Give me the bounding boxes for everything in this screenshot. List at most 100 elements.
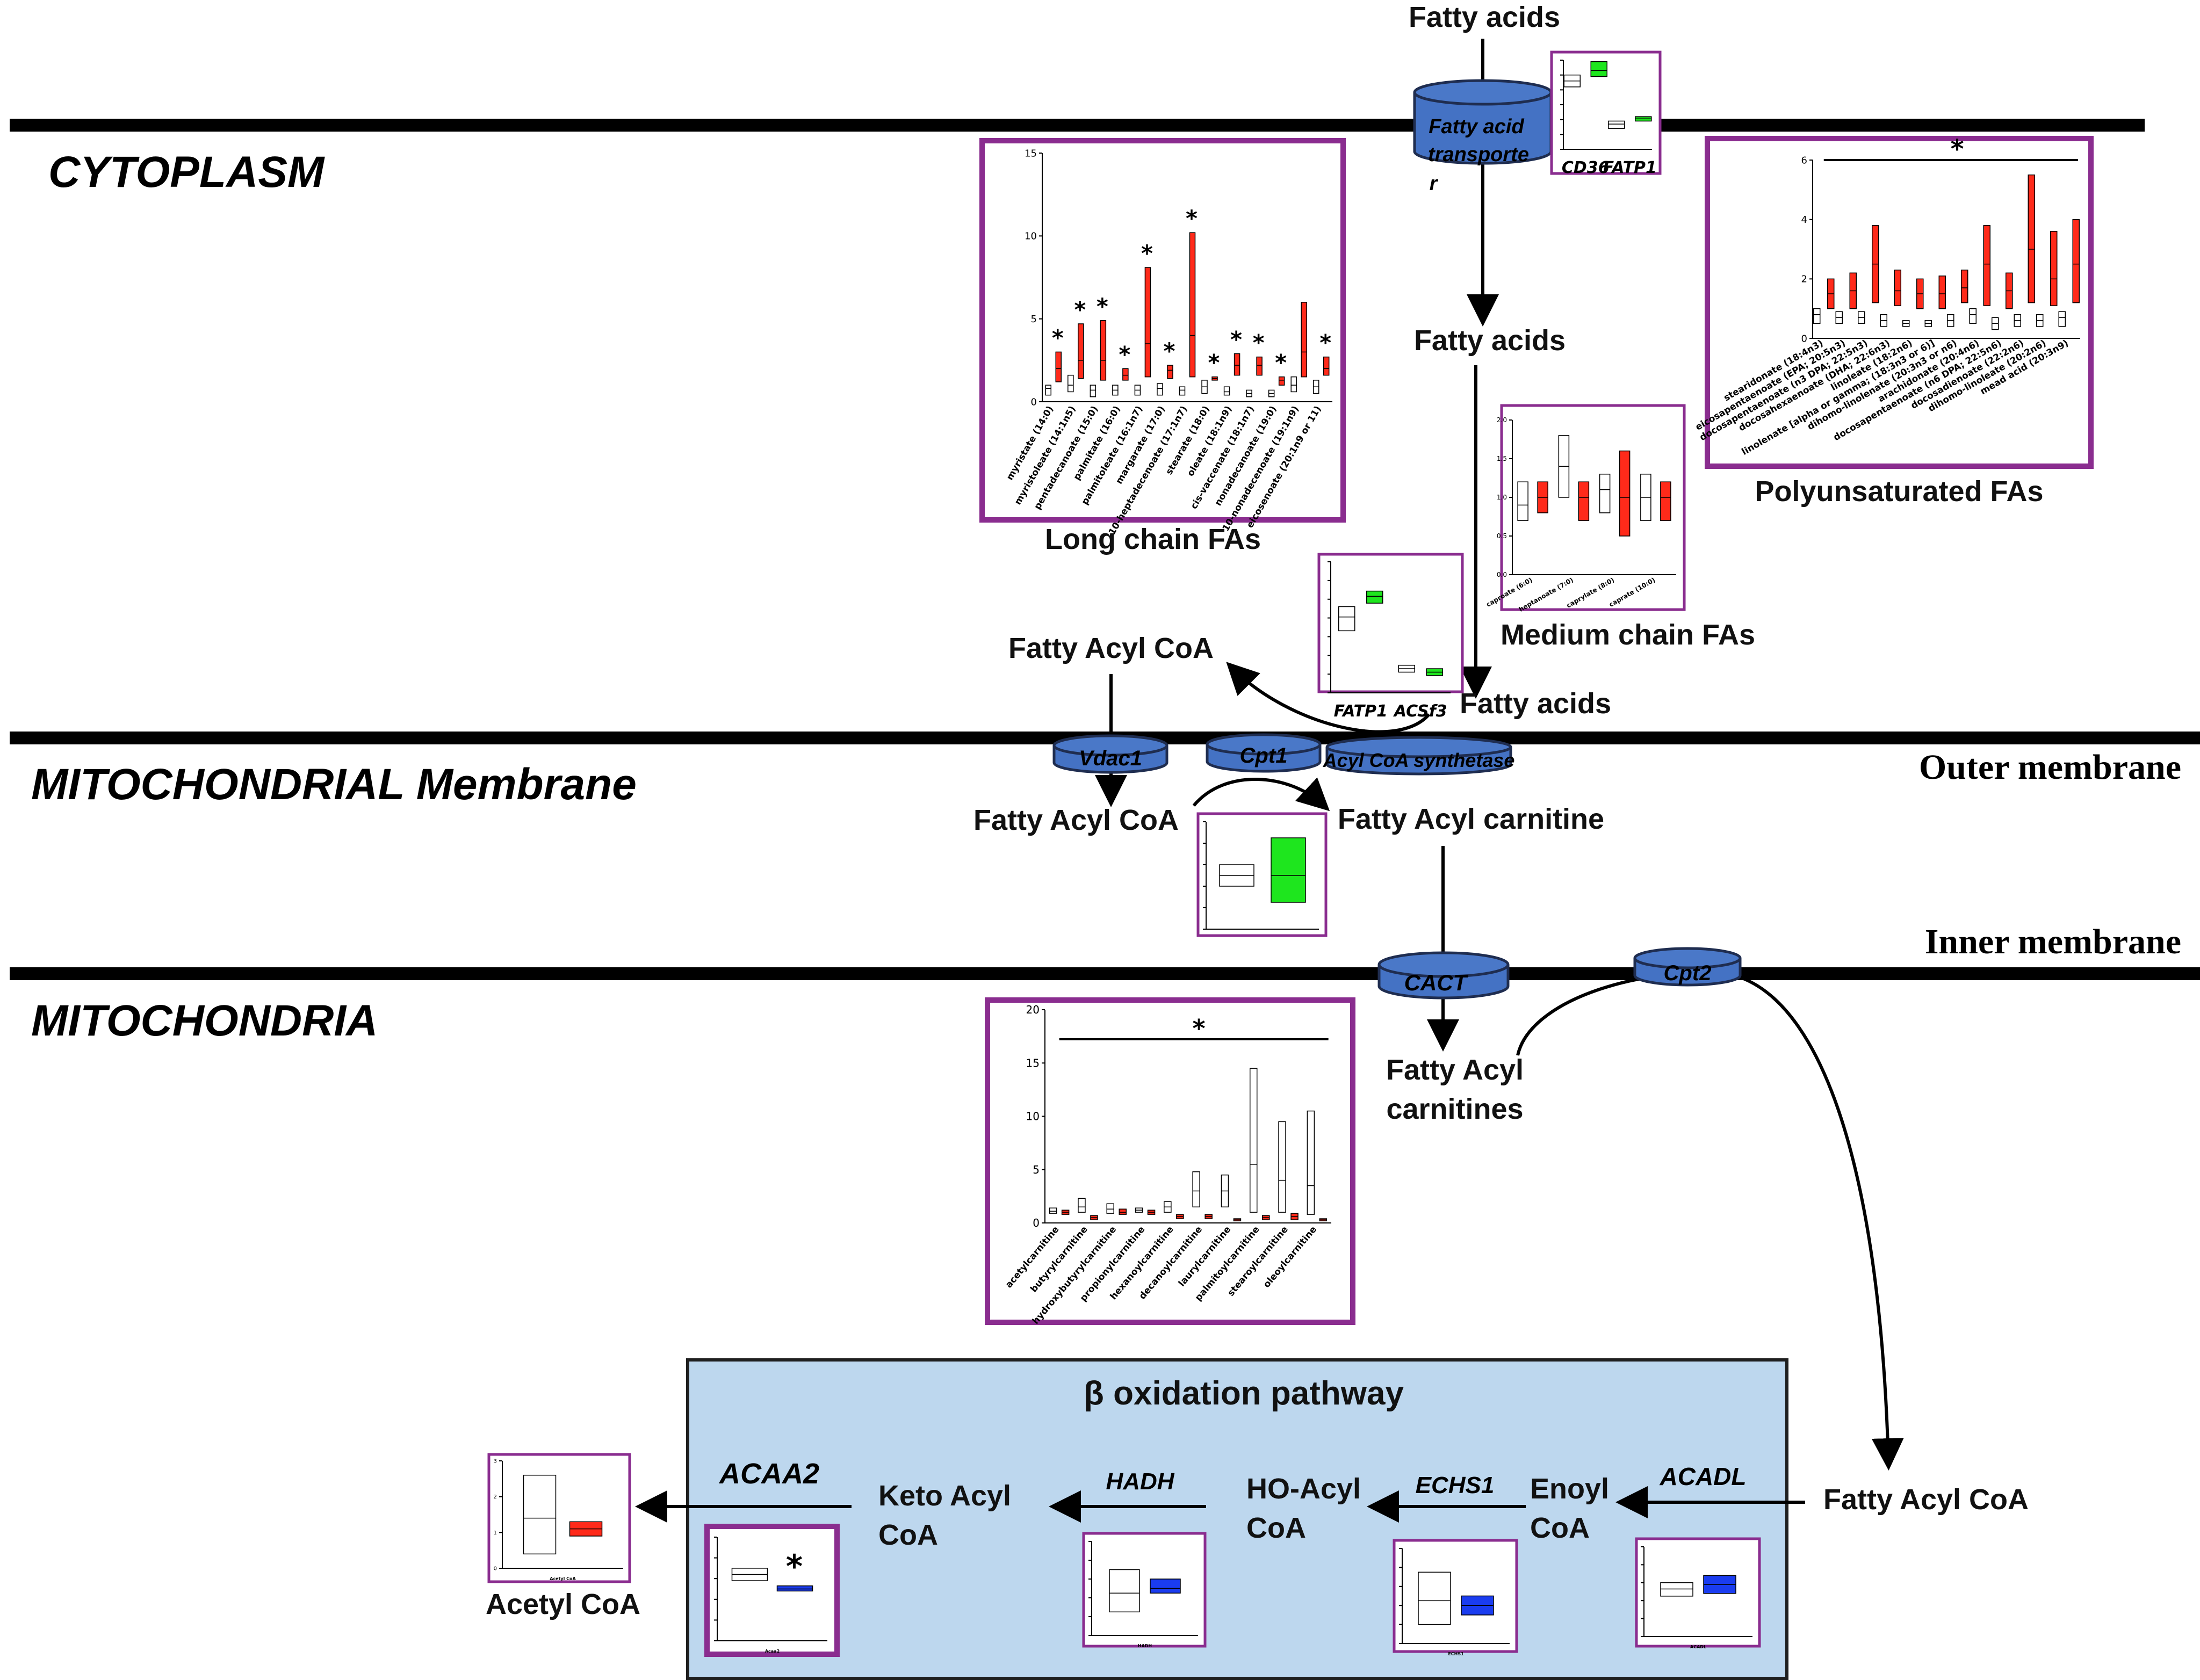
category-label: HADH: [1138, 1643, 1152, 1648]
category-label: CD36: [1562, 158, 1610, 177]
significance-star: *: [1163, 338, 1175, 364]
box-red: [1301, 302, 1307, 378]
y-tick-label: 6: [1801, 155, 1807, 166]
metabolite-fatty-acyl-coa-cyto: Fatty Acyl CoA: [1008, 632, 1214, 664]
svg-text:r: r: [1430, 172, 1439, 195]
chart-frame: [487, 1453, 631, 1583]
y-tick-label: 0: [1033, 1216, 1040, 1229]
cpt2-transporter: Cpt2: [1633, 947, 1742, 987]
caption-long-chain: Long chain FAs: [1045, 523, 1261, 555]
y-tick-label: 5: [1031, 314, 1037, 325]
beta-oxidation-title: β oxidation pathway: [1084, 1375, 1404, 1412]
box-red: [1278, 376, 1285, 386]
metabolite-keto-acyl-coa-1: Keto Acyl: [878, 1480, 1011, 1512]
box-white: [1338, 606, 1355, 632]
y-tick-label: 1.0: [1497, 494, 1507, 501]
metabolite-fatty-acyl-coa-ims: Fatty Acyl CoA: [973, 804, 1179, 836]
box-red: [1119, 1208, 1127, 1215]
svg-text:Cpt2: Cpt2: [1664, 961, 1712, 985]
significance-star: *: [1208, 350, 1220, 376]
box-red: [2028, 174, 2035, 303]
metabolite-hoacyl-coa-1: HO-Acyl: [1246, 1473, 1361, 1505]
significance-star: *: [1275, 350, 1287, 376]
significance-star: *: [1230, 326, 1242, 352]
acyl-coa-synthetase: Acyl CoA synthetase: [1323, 736, 1514, 776]
enzyme-acaa2: ACAA2: [718, 1458, 819, 1490]
metabolite-fatty-acids-top: Fatty acids: [1409, 1, 1560, 33]
significance-star: *: [1253, 330, 1265, 356]
category-label: ACSf3: [1393, 702, 1447, 721]
y-tick-label: 10: [1026, 1110, 1040, 1123]
significance-star: *: [1192, 1014, 1205, 1043]
chart-echs1: ECHS1: [1393, 1539, 1518, 1656]
metabolite-fatty-acyl-carnitines-2: carnitines: [1386, 1093, 1523, 1125]
box-red: [1983, 225, 1990, 306]
box-white: [1109, 1569, 1140, 1612]
chart-acaa2: Acaa2 *: [704, 1524, 840, 1657]
region-mito-membrane: MITOCHONDRIAL Membrane: [31, 760, 637, 809]
category-label: ECHS1: [1448, 1652, 1464, 1656]
beta-oxidation-panel: [686, 1358, 1788, 1680]
box-white: [1813, 308, 1821, 324]
arrow-cpt1: [1192, 777, 1330, 812]
box-white: [1078, 1198, 1086, 1213]
category-label: FATP1: [1603, 158, 1657, 177]
box-green: [1590, 61, 1607, 77]
box-white: [1067, 374, 1074, 393]
box-red: [2072, 219, 2080, 303]
enzyme-acadl: ACADL: [1660, 1462, 1747, 1490]
chart-frame: [704, 1524, 840, 1657]
chart-carnitines: 05101520acetylcarnitinebutyrylcarnitineh…: [985, 997, 1355, 1327]
box-red: [1144, 267, 1151, 378]
metabolite-fatty-acids-mid: Fatty acids: [1414, 324, 1566, 357]
svg-text:Vdac1: Vdac1: [1079, 747, 1142, 770]
box-white: [1090, 385, 1097, 397]
metabolite-fatty-acyl-carnitines-1: Fatty Acyl: [1386, 1054, 1524, 1086]
box-white: [1157, 383, 1163, 396]
metabolite-acetyl-coa: Acetyl CoA: [486, 1588, 640, 1620]
box-red: [1938, 276, 1946, 309]
box-white: [1290, 376, 1297, 393]
box-white: [1250, 1068, 1258, 1213]
fatty-acid-transporter: Fatty acid transporte r: [1413, 79, 1553, 195]
box-red: [1234, 353, 1240, 376]
y-tick-label: 3: [494, 1459, 497, 1465]
significance-star: *: [1319, 330, 1331, 356]
box-white: [1192, 1171, 1200, 1207]
vdac1-transporter: Vdac1: [1052, 734, 1168, 774]
box-green: [1366, 590, 1383, 604]
y-tick-label: 0.5: [1497, 532, 1507, 540]
y-tick-label: 10: [1025, 231, 1037, 242]
box-white: [1307, 1110, 1315, 1215]
svg-text:Fatty acid: Fatty acid: [1429, 115, 1524, 138]
svg-text:transporte: transporte: [1428, 143, 1529, 166]
chart-frame: [1196, 812, 1328, 937]
y-tick-label: 4: [1801, 214, 1807, 226]
box-green: [1271, 837, 1306, 903]
box-red: [1078, 323, 1084, 379]
box-white: [2058, 311, 2066, 327]
enzyme-echs1: ECHS1: [1416, 1472, 1495, 1498]
chart-acadl: ACADL: [1635, 1537, 1761, 1649]
y-tick-label: 0.0: [1497, 571, 1507, 578]
region-mitochondria: MITOCHONDRIA: [31, 996, 378, 1045]
box-white: [1608, 120, 1625, 129]
box-green: [1635, 116, 1652, 122]
category-label: Acetyl CoA: [550, 1576, 576, 1581]
significance-star: *: [786, 1548, 803, 1585]
metabolite-keto-acyl-coa-2: CoA: [878, 1519, 938, 1551]
category-label: Acaa2: [765, 1649, 780, 1654]
y-tick-label: 2.0: [1497, 416, 1507, 424]
box-red: [1122, 368, 1129, 381]
box-white: [523, 1474, 557, 1555]
box-red: [1167, 365, 1173, 379]
metabolite-enoyl-coa-1: Enoyl: [1530, 1473, 1609, 1505]
box-red: [1894, 269, 1901, 306]
box-white: [1106, 1203, 1114, 1214]
y-tick-label: 15: [1026, 1056, 1040, 1069]
